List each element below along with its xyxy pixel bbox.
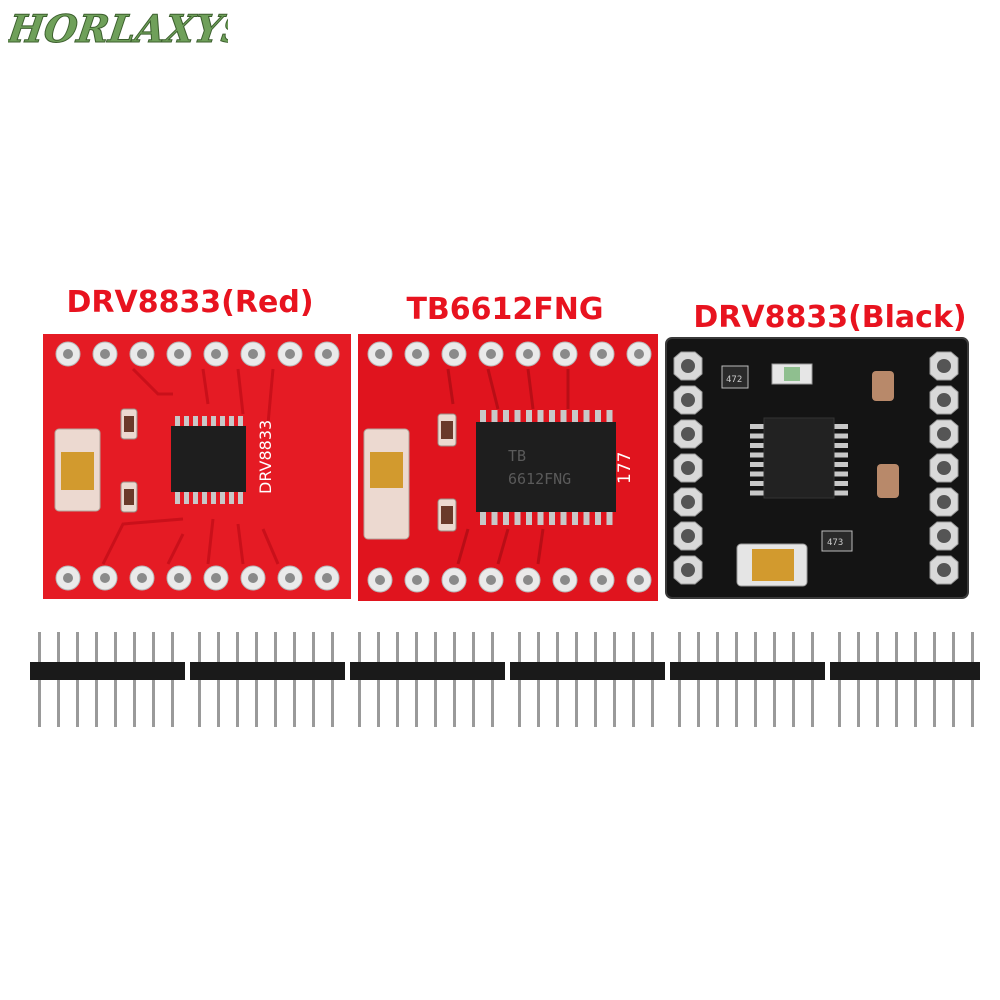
solder-pad (673, 385, 703, 415)
header-plastic (830, 662, 980, 680)
solder-pad (552, 567, 578, 593)
solder-pad (404, 341, 430, 367)
solder-pad (929, 351, 959, 381)
solder-pad (478, 567, 504, 593)
pad-row-top (367, 341, 652, 367)
solder-pad (929, 521, 959, 551)
solder-pad (314, 565, 340, 591)
solder-pad (240, 341, 266, 367)
solder-pad (203, 565, 229, 591)
header-strip (30, 632, 185, 727)
header-pin-strips (30, 632, 980, 727)
header-strip (190, 632, 345, 727)
ic-chip (750, 417, 848, 499)
header-strip (350, 632, 505, 727)
header-plastic (30, 662, 185, 680)
solder-pad (673, 521, 703, 551)
header-strip (670, 632, 825, 727)
solder-pad (441, 341, 467, 367)
solder-pad (515, 341, 541, 367)
solder-pad (929, 487, 959, 517)
pad-row-bottom (367, 567, 652, 593)
solder-pad (129, 341, 155, 367)
module-label-drv8833-red: DRV8833(Red) (66, 285, 314, 320)
solder-pad (277, 565, 303, 591)
svg-text:472: 472 (726, 375, 742, 385)
solder-pad (929, 453, 959, 483)
svg-text:6612FNG: 6612FNG (508, 470, 571, 488)
pcb-traces (446, 368, 570, 565)
solder-pad (515, 567, 541, 593)
solder-pad (92, 341, 118, 367)
solder-pad (673, 351, 703, 381)
solder-pad (673, 419, 703, 449)
solder-pad (673, 487, 703, 517)
module-label-drv8833-black: DRV8833(Black) (693, 300, 967, 335)
svg-text:473: 473 (827, 538, 843, 548)
module-label-tb6612fng: TB6612FNG (406, 292, 604, 327)
solder-pad (441, 567, 467, 593)
solder-pad (55, 565, 81, 591)
tantalum-capacitor-body (61, 452, 94, 490)
drv8833-red-board: DRV8833 (43, 334, 351, 599)
ic-chip (171, 416, 246, 504)
header-strip (830, 632, 980, 727)
solder-pad (166, 565, 192, 591)
pcb-traces (101, 367, 280, 565)
pad-row-bottom (55, 565, 340, 591)
solder-pad (404, 567, 430, 593)
header-plastic (510, 662, 665, 680)
header-plastic (670, 662, 825, 680)
solder-pad (314, 341, 340, 367)
solder-pad (552, 341, 578, 367)
solder-pad (929, 419, 959, 449)
header-plastic (190, 662, 345, 680)
header-strip (510, 632, 665, 727)
pad-row-top (55, 341, 340, 367)
solder-pad (240, 565, 266, 591)
solder-pad (166, 341, 192, 367)
header-plastic (350, 662, 505, 680)
solder-pad (478, 341, 504, 367)
solder-pad (55, 341, 81, 367)
svg-text:HORLAXYS: HORLAXYS (8, 7, 228, 52)
solder-pad (129, 565, 155, 591)
solder-pad (589, 341, 615, 367)
drv8833-black-board: 472 473 (662, 336, 972, 601)
solder-pad (673, 555, 703, 585)
solder-pad (277, 341, 303, 367)
solder-pad (626, 567, 652, 593)
solder-pad (626, 341, 652, 367)
solder-pad (367, 341, 393, 367)
pad-column-right (929, 351, 959, 585)
pad-column-left (673, 351, 703, 585)
solder-pad (367, 567, 393, 593)
silkscreen-text: DRV8833 (256, 420, 275, 494)
brand-logo: HORLAXYS (8, 7, 228, 53)
svg-text:TB: TB (508, 447, 526, 465)
solder-pad (92, 565, 118, 591)
solder-pad (673, 453, 703, 483)
solder-pad (589, 567, 615, 593)
tb6612fng-board: TB 6612FNG 177 (358, 334, 658, 601)
silkscreen-text: 177 (615, 452, 635, 484)
ic-chip: TB 6612FNG (476, 410, 616, 525)
solder-pad (203, 341, 229, 367)
solder-pad (929, 555, 959, 585)
solder-pad (929, 385, 959, 415)
